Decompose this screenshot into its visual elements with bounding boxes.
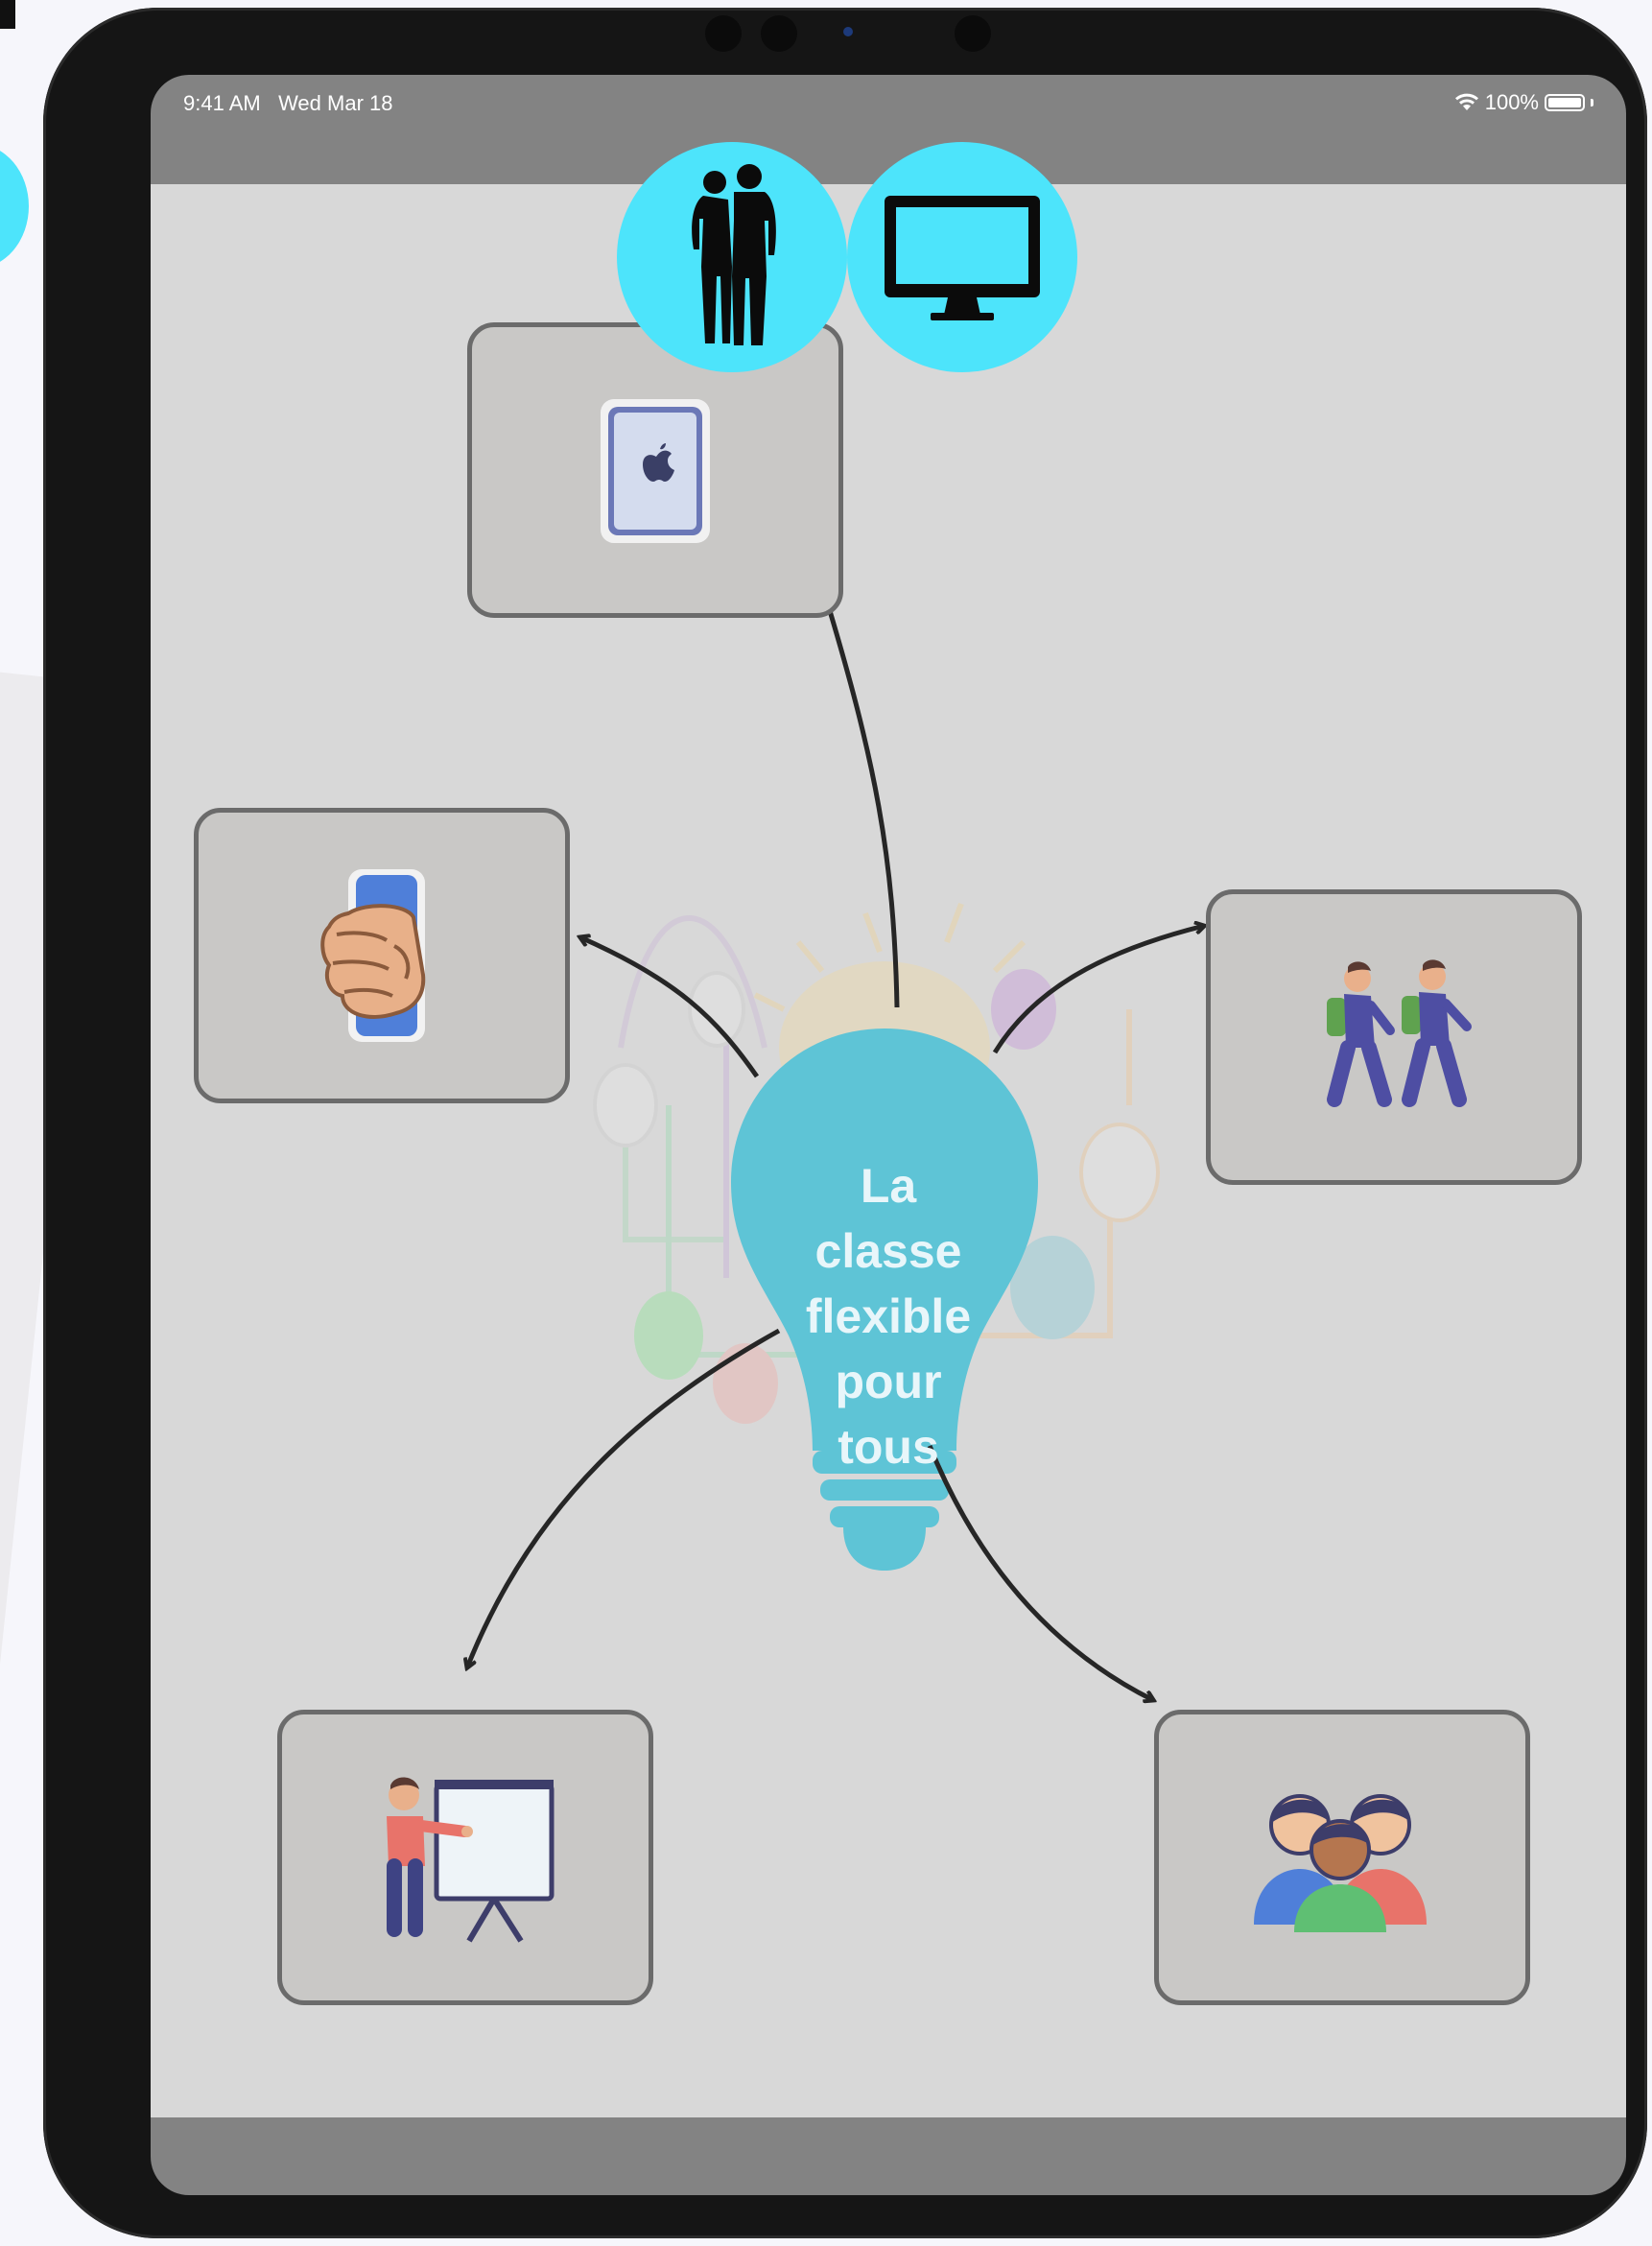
center-line-4: pour (835, 1355, 942, 1408)
teacher-presentation-icon (387, 1777, 555, 1943)
central-topic-label[interactable]: La classe flexible pour tous (151, 1153, 1626, 1479)
desktop-button[interactable] (847, 142, 1077, 372)
status-right: 100% (1454, 90, 1593, 115)
center-line-2: classe (814, 1224, 962, 1278)
hand-holding-phone-icon (320, 869, 426, 1042)
sensor-dot (705, 15, 742, 52)
connector-bottom-left (467, 1328, 781, 1667)
tablet-icon (601, 399, 710, 543)
node-group-people[interactable] (1154, 1710, 1530, 2005)
battery-percent: 100% (1484, 90, 1539, 114)
group-people-icon (1254, 1794, 1427, 1932)
background-corner (0, 0, 15, 29)
node-hand-phone[interactable] (194, 808, 570, 1103)
wifi-icon (1454, 93, 1478, 110)
connector-right (992, 926, 1204, 1054)
central-bulb (731, 1028, 1038, 1571)
mind-map-connectors (151, 184, 1626, 2117)
background-circle (0, 144, 29, 269)
connector-bottom-right (927, 1445, 1153, 1700)
ipad-frame: 9:41 AM Wed Mar 18 100% (43, 8, 1647, 2238)
mind-map-canvas[interactable]: La classe flexible pour tous (151, 184, 1626, 2117)
battery-icon (1545, 94, 1585, 111)
sensor-dot (761, 15, 797, 52)
walking-students-icon (1327, 959, 1472, 1107)
people-silhouette-icon (692, 164, 776, 345)
camera-lens-icon (843, 27, 853, 36)
ipad-screen: 9:41 AM Wed Mar 18 100% (151, 75, 1626, 2195)
time-text: 9:41 AM (183, 91, 261, 115)
status-bar: 9:41 AM Wed Mar 18 100% (151, 75, 1626, 132)
status-time: 9:41 AM Wed Mar 18 (183, 91, 392, 116)
desktop-monitor-icon (885, 196, 1040, 320)
battery-tip (1591, 99, 1593, 106)
date-text: Wed Mar 18 (278, 91, 393, 115)
node-teacher-presentation[interactable] (277, 1710, 653, 2005)
node-tablet[interactable] (467, 322, 843, 618)
center-line-1: La (860, 1159, 917, 1213)
center-line-3: flexible (805, 1289, 972, 1343)
people-button[interactable] (617, 142, 847, 372)
connector-left (580, 937, 760, 1078)
connector-top (825, 595, 900, 1008)
node-walking-students[interactable] (1206, 889, 1582, 1185)
sensor-dot (955, 15, 991, 52)
center-line-5: tous (838, 1420, 939, 1474)
